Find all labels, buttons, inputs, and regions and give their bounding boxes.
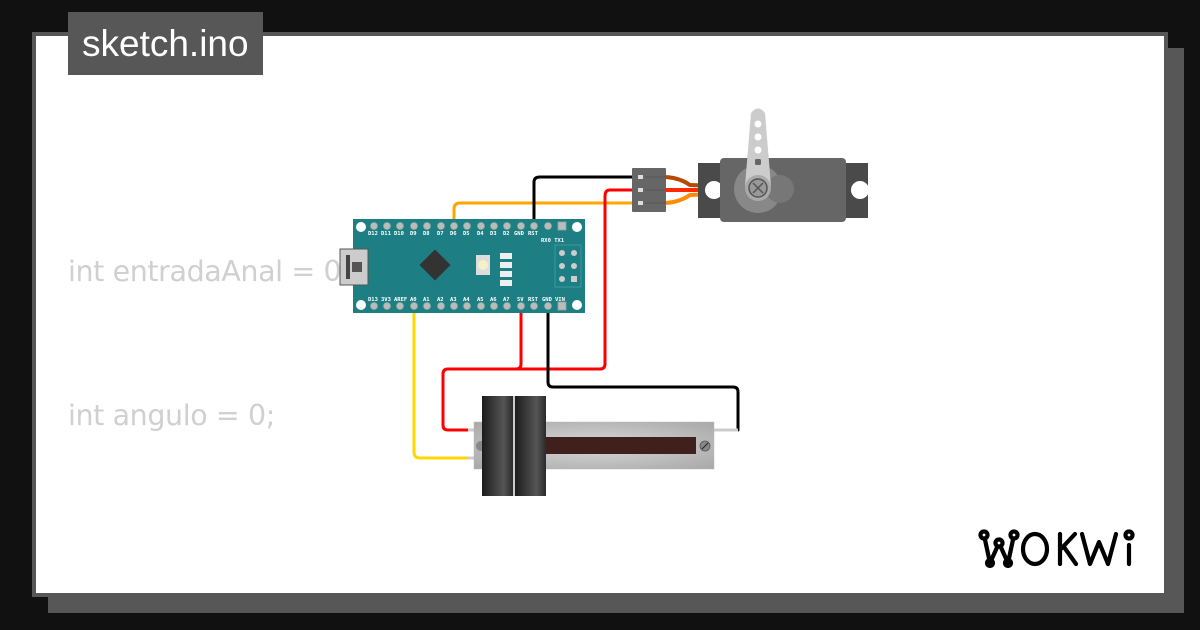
svg-text:D10: D10 xyxy=(394,231,404,237)
svg-text:D3: D3 xyxy=(490,231,497,237)
servo-motor xyxy=(698,108,869,222)
wire-black-pot xyxy=(546,304,740,432)
servo-connector xyxy=(632,168,719,212)
svg-text:A5: A5 xyxy=(477,297,484,303)
wokwi-logo[interactable]: WOKWi xyxy=(978,525,1153,575)
code-background: int entradaAnal = 0; int angulo = 0; #in… xyxy=(68,152,1132,593)
svg-text:A0: A0 xyxy=(410,297,417,303)
svg-text:D6: D6 xyxy=(450,231,457,237)
wire-red-5v xyxy=(514,304,523,371)
code-line: int entradaAnal = 0; xyxy=(68,255,351,288)
svg-text:D9: D9 xyxy=(410,231,417,237)
svg-text:D13: D13 xyxy=(368,297,378,303)
svg-text:VIN: VIN xyxy=(555,297,565,303)
svg-text:A1: A1 xyxy=(423,297,430,303)
svg-text:D12: D12 xyxy=(368,231,378,237)
svg-text:5V: 5V xyxy=(517,297,524,303)
svg-text:D2: D2 xyxy=(503,231,510,237)
svg-text:D4: D4 xyxy=(477,231,484,237)
preview-card: int entradaAnal = 0; int angulo = 0; #in… xyxy=(32,32,1168,597)
svg-text:GND: GND xyxy=(514,231,525,237)
svg-text:A6: A6 xyxy=(490,297,497,303)
svg-text:RST: RST xyxy=(528,231,539,237)
code-line: int angulo = 0; xyxy=(68,399,275,432)
file-tab[interactable]: sketch.ino xyxy=(68,12,263,75)
wire-yellow xyxy=(412,304,470,460)
svg-text:D7: D7 xyxy=(437,231,444,237)
svg-text:AREF: AREF xyxy=(394,297,407,303)
svg-text:A2: A2 xyxy=(437,297,444,303)
svg-text:RX0 TX1: RX0 TX1 xyxy=(541,238,565,244)
card-content: int entradaAnal = 0; int angulo = 0; #in… xyxy=(36,36,1164,593)
svg-text:D5: D5 xyxy=(463,231,470,237)
svg-text:RST: RST xyxy=(528,297,539,303)
svg-text:GND: GND xyxy=(542,297,553,303)
svg-text:A3: A3 xyxy=(450,297,457,303)
wire-orange xyxy=(452,201,636,226)
svg-text:3V3: 3V3 xyxy=(381,297,391,303)
svg-text:A4: A4 xyxy=(463,297,470,303)
wires xyxy=(412,175,740,460)
wokwi-logo-text: WOKWi xyxy=(978,525,982,526)
wire-red-servo xyxy=(441,188,636,432)
slide-potentiometer xyxy=(468,396,738,496)
svg-text:D8: D8 xyxy=(423,231,430,237)
wire-black-servo xyxy=(532,175,636,226)
svg-text:D11: D11 xyxy=(381,231,392,237)
svg-text:A7: A7 xyxy=(503,297,510,303)
